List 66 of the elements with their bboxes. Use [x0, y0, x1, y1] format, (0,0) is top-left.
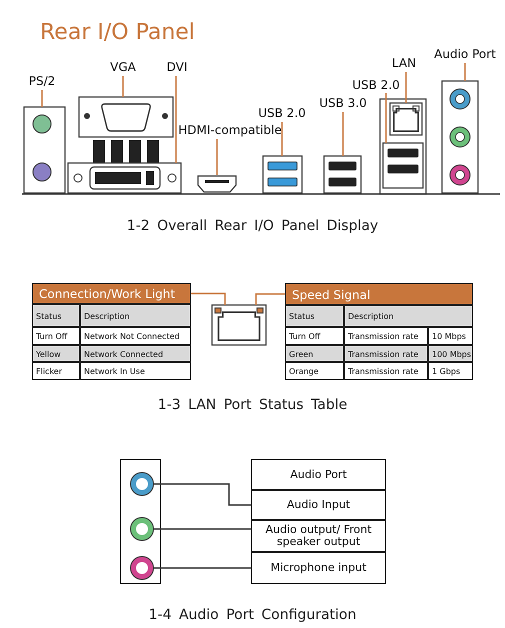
leader-line [385, 93, 387, 143]
table-cell: Transmission rate [344, 327, 428, 345]
leader-line [464, 63, 466, 81]
hdmi-port-drawing [197, 175, 237, 193]
table-row: Microphone input [251, 552, 386, 584]
table-cell: Orange [285, 362, 344, 380]
leader-line [153, 483, 251, 506]
vga-port-drawing [79, 97, 173, 163]
port-label: USB 2.0 [350, 77, 402, 93]
table-cell: 10 Mbps [428, 327, 473, 345]
port-label: DVI [159, 58, 195, 76]
table-cell: Turn Off [32, 327, 80, 345]
port-label: Audio Port [428, 45, 502, 63]
title: Rear I/O Panel [40, 20, 195, 45]
table-cell: Network Connected [80, 345, 191, 362]
table-header: Connection/Work Light [32, 283, 191, 304]
table-header: Speed Signal [285, 283, 473, 305]
table-cell: Description [80, 304, 191, 327]
audio-jack-icon [131, 518, 153, 540]
table-cell: Status [32, 304, 80, 327]
port-label: HDMI-compatible [174, 121, 286, 139]
table-cell: Status [285, 305, 344, 327]
port-label: LAN [386, 55, 422, 72]
table-cell: Description [344, 305, 473, 327]
leader-line [175, 76, 177, 163]
port-label: USB 2.0 [256, 104, 308, 122]
leader-line [281, 122, 283, 156]
leader-line [41, 90, 43, 107]
usb-port-drawing [383, 143, 423, 188]
table-cell: Yellow [32, 345, 80, 362]
leader-line [122, 76, 124, 97]
table-row: Audio output/ Front speaker output [251, 520, 386, 552]
leader-line [342, 112, 344, 156]
table-cell: 100 Mbps [428, 345, 473, 362]
table-cell: Transmission rate [344, 362, 428, 380]
port-label: USB 3.0 [316, 94, 370, 112]
port-label: VGA [103, 58, 143, 76]
dvi-port-drawing [68, 163, 181, 193]
table-cell: Green [285, 345, 344, 362]
leader-line [255, 293, 285, 305]
figure-caption: 1-4 Audio Port Configuration [148, 606, 358, 625]
usb-port-drawing [324, 156, 361, 193]
audio-jack-drawing [442, 81, 478, 193]
figure-caption: 1-3 LAN Port Status Table [156, 396, 348, 415]
ethernet-port-drawing [390, 103, 422, 135]
table-cell: Network In Use [80, 362, 191, 380]
leader-line [153, 528, 251, 530]
table-cell: 1 Gbps [428, 362, 473, 380]
table-row: Audio Port [251, 459, 386, 490]
ethernet-port-drawing [212, 305, 266, 345]
jack-panel [120, 459, 161, 584]
table-cell: Flicker [32, 362, 80, 380]
port-label: PS/2 [20, 72, 64, 90]
audio-jack-icon [131, 473, 153, 495]
leader-line [216, 139, 218, 175]
leader-line [405, 72, 407, 103]
table-cell: Network Not Connected [80, 327, 191, 345]
table-cell: Transmission rate [344, 345, 428, 362]
usb-port-drawing [263, 156, 302, 193]
ps2-port-drawing [24, 107, 65, 193]
table-row: Audio Input [251, 490, 386, 520]
figure-caption: 1-2 Overall Rear I/O Panel Display [126, 217, 380, 236]
leader-line [153, 567, 251, 569]
leader-line [191, 292, 226, 305]
audio-jack-icon [131, 557, 153, 579]
table-cell: Turn Off [285, 327, 344, 345]
